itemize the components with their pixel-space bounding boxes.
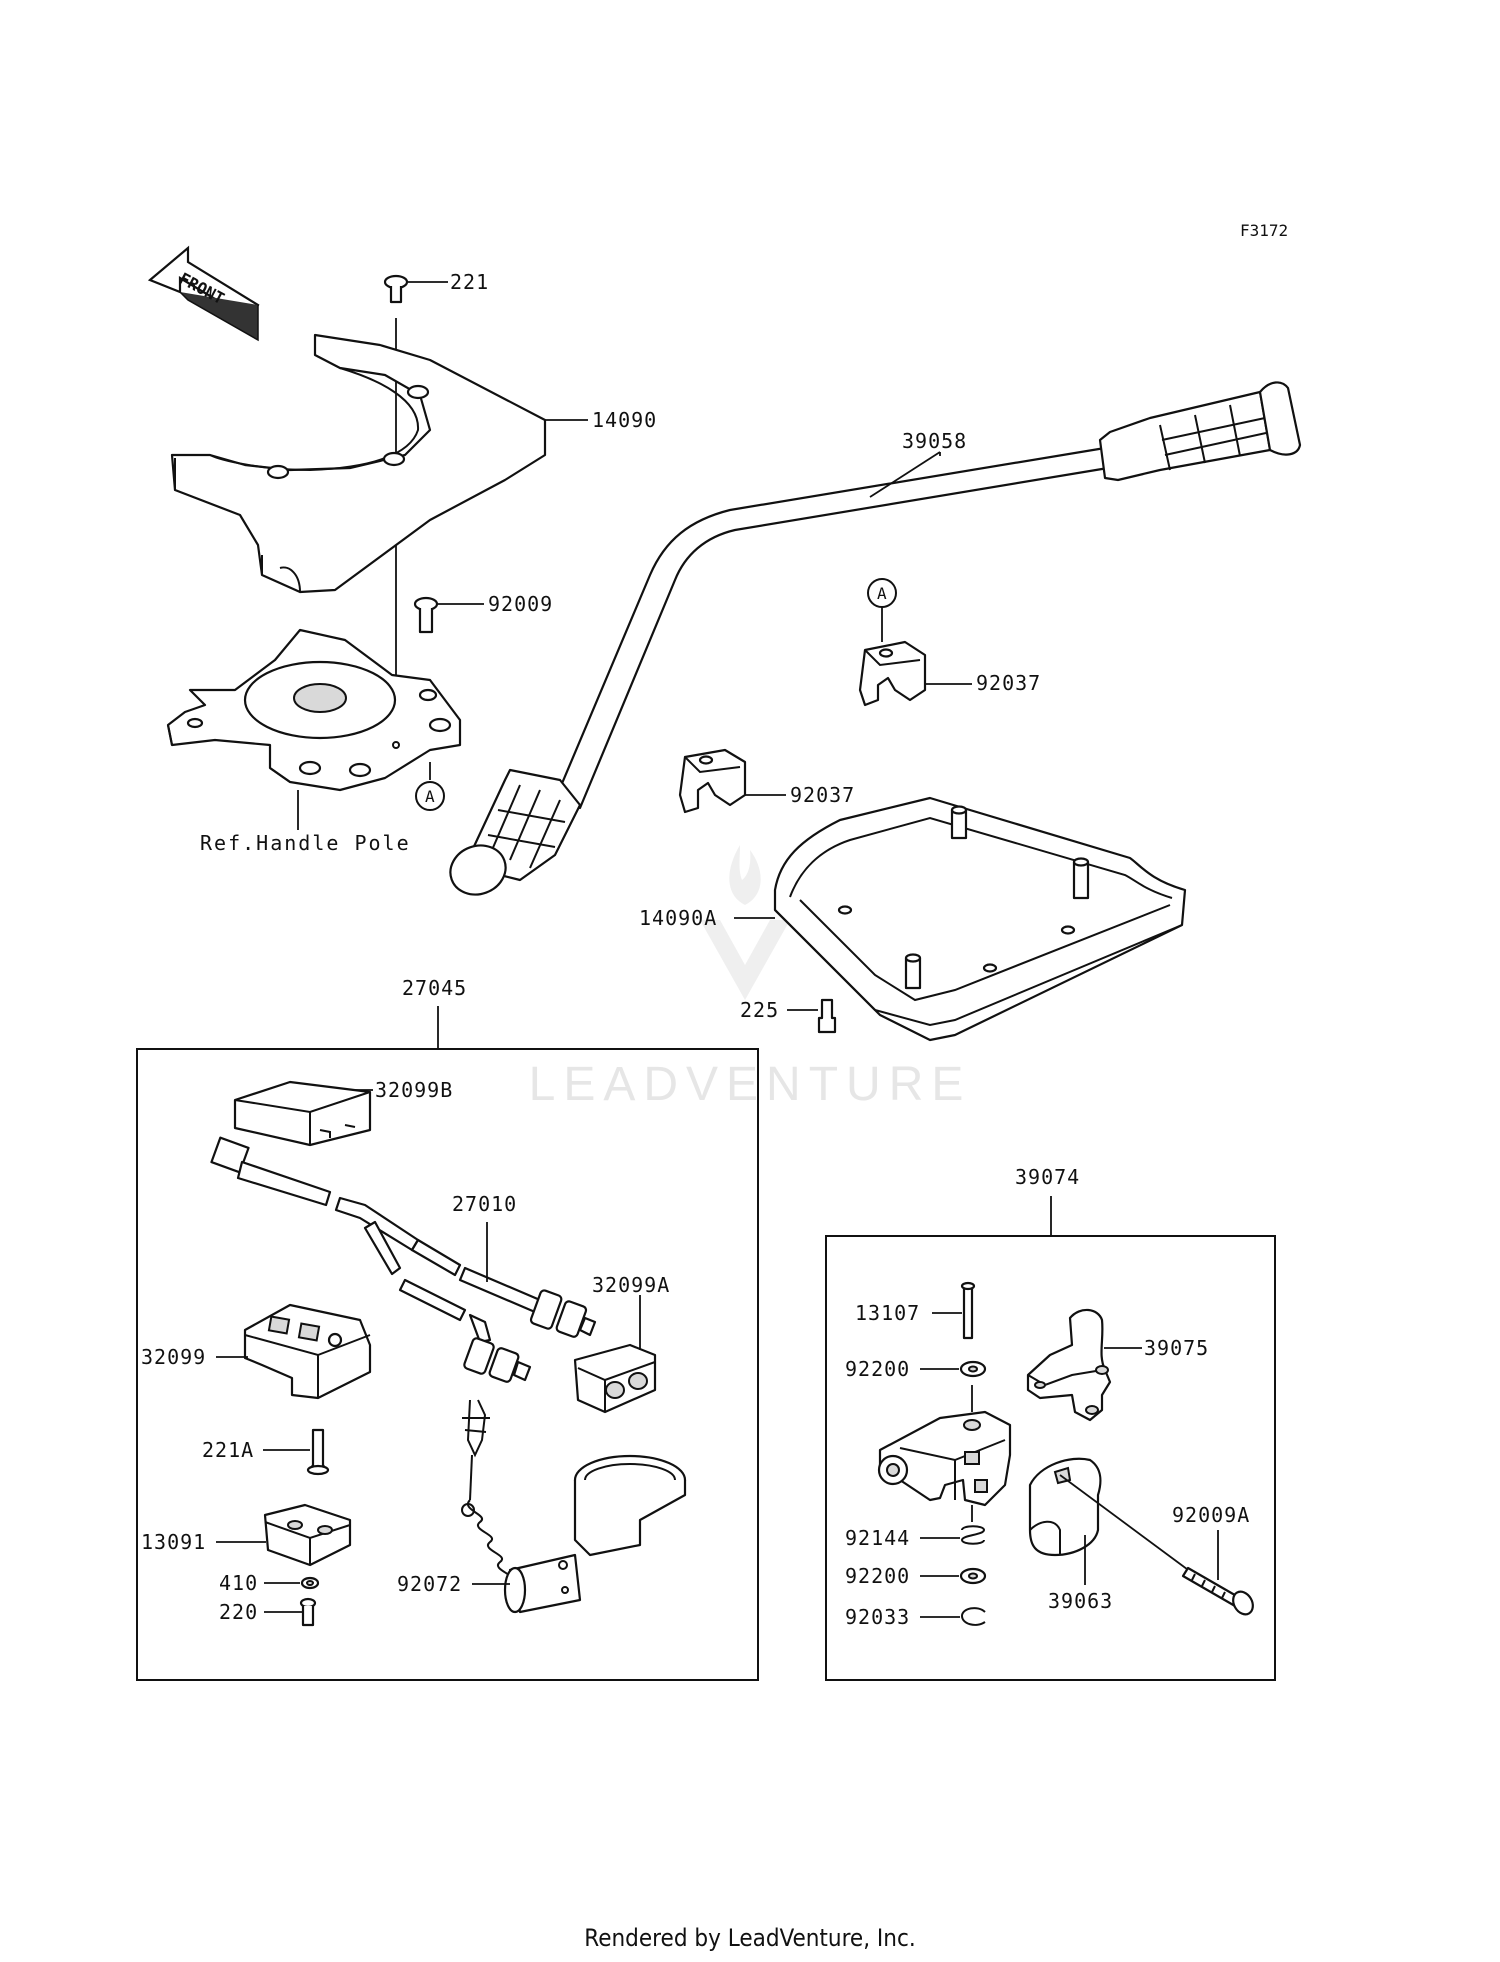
footer-credit: Rendered by LeadVenture, Inc. — [584, 1924, 916, 1952]
label-13091: 13091 — [141, 1530, 206, 1554]
handlebar-39058 — [449, 381, 1302, 896]
clamp-92037-lower — [678, 748, 786, 814]
label-221A: 221A — [202, 1438, 254, 1462]
washer-92200-lower — [920, 1567, 987, 1585]
label-27045: 27045 — [402, 976, 467, 1000]
label-92200-lower: 92200 — [845, 1564, 910, 1588]
label-39063: 39063 — [1048, 1589, 1113, 1613]
marker-a-clamp-label: A — [877, 584, 887, 603]
pin-13107 — [932, 1281, 976, 1340]
watermark: LEADVENTURE — [529, 845, 972, 1111]
label-221: 221 — [450, 270, 489, 294]
label-92033: 92033 — [845, 1605, 910, 1629]
label-92009A: 92009A — [1172, 1503, 1250, 1527]
label-92072: 92072 — [397, 1572, 462, 1596]
lanyard-92072 — [461, 1399, 687, 1614]
label-39058: 39058 — [902, 429, 967, 453]
label-92009: 92009 — [488, 592, 553, 616]
switch-housing-32099 — [216, 1303, 372, 1400]
label-39074: 39074 — [1015, 1165, 1080, 1189]
label-39075: 39075 — [1144, 1336, 1209, 1360]
label-92200-upper: 92200 — [845, 1357, 910, 1381]
throttle-housing — [877, 1385, 1012, 1507]
label-92037-upper: 92037 — [976, 671, 1041, 695]
marker-a-plate-label: A — [425, 787, 435, 806]
label-27010: 27010 — [452, 1192, 517, 1216]
screw-221A — [263, 1428, 330, 1476]
washer-410 — [264, 1576, 320, 1590]
watermark-text: LEADVENTURE — [529, 1058, 972, 1111]
label-14090: 14090 — [592, 408, 657, 432]
screw-225 — [787, 998, 837, 1034]
kit-box-27045 — [136, 1048, 759, 1681]
cover-14090A — [734, 796, 1187, 1042]
screw-220 — [264, 1597, 317, 1627]
marker-a-plate: A — [415, 781, 445, 811]
label-32099A: 32099A — [592, 1273, 670, 1297]
label-220: 220 — [219, 1600, 258, 1624]
label-32099: 32099 — [141, 1345, 206, 1369]
clamp-92037-upper — [858, 640, 972, 707]
wiring-harness-27010 — [210, 1136, 597, 1383]
sleeve-39063 — [1028, 1457, 1102, 1585]
circlip-92033 — [920, 1607, 986, 1626]
diagram-code: F3172 — [1240, 221, 1288, 240]
label-92144: 92144 — [845, 1526, 910, 1550]
handle-pole-plate — [166, 628, 462, 830]
bracket-13091 — [216, 1503, 352, 1567]
label-225: 225 — [740, 998, 779, 1022]
label-14090A: 14090A — [639, 906, 717, 930]
label-92037-lower: 92037 — [790, 783, 855, 807]
marker-a-clamp: A — [867, 578, 897, 642]
spring-92144 — [920, 1505, 986, 1545]
cover-14090 — [170, 333, 588, 594]
label-410: 410 — [219, 1571, 258, 1595]
ref-note: Ref.Handle Pole — [200, 831, 411, 855]
screw-92009A — [1059, 1474, 1254, 1616]
label-13107: 13107 — [855, 1301, 920, 1325]
screw-92009 — [413, 596, 484, 634]
lever-39075 — [1026, 1308, 1142, 1422]
front-arrow-icon: FRONT — [147, 245, 260, 342]
screw-221 — [383, 274, 448, 722]
label-32099B: 32099B — [375, 1078, 453, 1102]
washer-92200-upper — [920, 1360, 987, 1378]
holder-32099A — [573, 1295, 657, 1414]
cover-32099B — [233, 1080, 373, 1147]
